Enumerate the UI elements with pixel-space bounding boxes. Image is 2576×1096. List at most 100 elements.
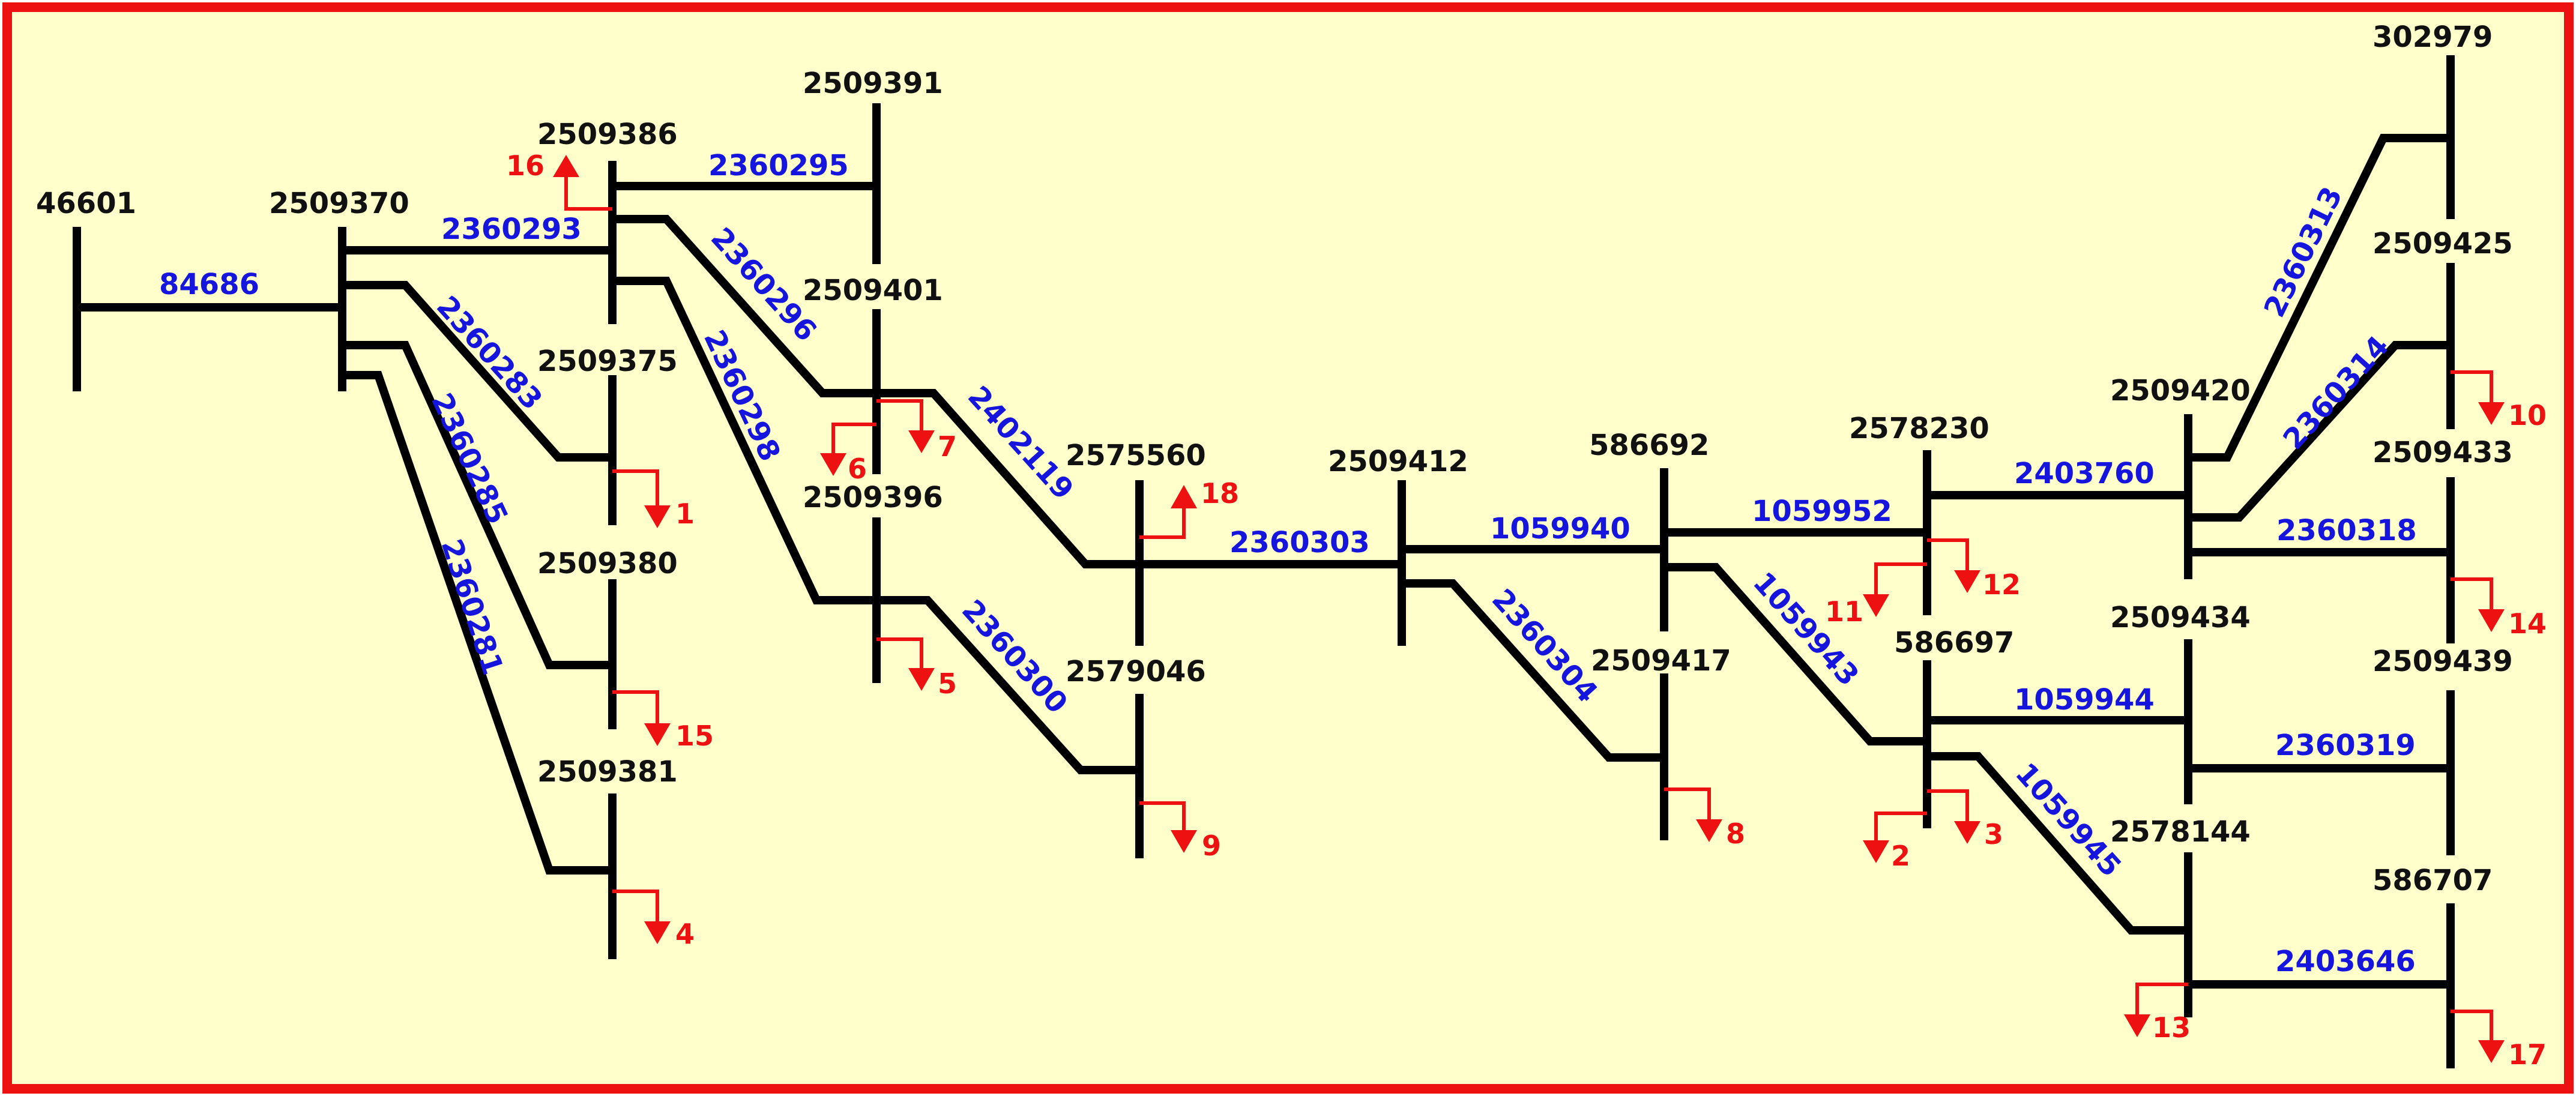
load-label: 13 (2152, 1011, 2191, 1044)
line-label: 2360295 (708, 149, 849, 182)
load-arrowhead-10 (2478, 402, 2505, 425)
load-arrow-11 (1874, 562, 1927, 597)
load-arrow-10 (2451, 370, 2493, 405)
load-label: 7 (938, 430, 957, 463)
bus-label: 2509380 (537, 547, 678, 580)
load-arrowhead-6 (820, 453, 846, 476)
load-arrowhead-17 (2478, 1040, 2505, 1063)
load-arrowhead-13 (2124, 1014, 2150, 1037)
bus-label: 2509401 (803, 274, 943, 307)
line-2360296 (612, 215, 876, 397)
load-label: 16 (506, 149, 544, 182)
bus-label: 2509375 (537, 345, 678, 378)
line-2360314 (2188, 341, 2451, 522)
bus-label: 2509417 (1591, 644, 1731, 678)
load-arrow-3 (1927, 789, 1969, 824)
load-label: 6 (848, 453, 867, 485)
bus-label: 46601 (36, 187, 136, 220)
load-label: 2 (1891, 840, 1910, 872)
bus-label: 586707 (2372, 864, 2493, 897)
loads (553, 155, 2505, 1063)
load-arrow-6 (831, 423, 876, 456)
load-label: 14 (2508, 607, 2547, 640)
bus-label: 2509433 (2372, 436, 2513, 469)
bus-label: 2578144 (2110, 815, 2251, 849)
load-arrowhead-3 (1954, 821, 1980, 844)
load-arrow-18 (1139, 505, 1186, 539)
load-arrowhead-9 (1171, 830, 1197, 853)
load-arrowhead-2 (1863, 840, 1889, 863)
load-arrow-17 (2451, 1010, 2493, 1043)
bus-label: 2509381 (537, 755, 678, 789)
line-label: 2360319 (2275, 729, 2416, 762)
load-arrow-2 (1874, 811, 1927, 843)
load-label: 15 (675, 720, 714, 752)
connection-lines (77, 134, 2451, 989)
bus-label: 586692 (1589, 429, 1709, 462)
load-arrow-7 (876, 399, 923, 433)
load-arrowhead-7 (908, 430, 935, 453)
bus-label: 2509386 (537, 118, 678, 151)
line-2360283 (342, 281, 612, 462)
load-arrowhead-11 (1863, 594, 1889, 617)
load-label: 8 (1726, 817, 1745, 850)
load-arrowhead-12 (1954, 570, 1980, 593)
load-arrow-1 (612, 469, 659, 509)
load-label: 9 (1202, 830, 1221, 862)
load-label: 1 (675, 498, 695, 530)
line-2402119 (876, 389, 1139, 568)
bus-labels: 46601 2509370 2509386 2509375 2509380 25… (36, 20, 2513, 897)
load-arrowhead-18 (1171, 485, 1197, 508)
load-arrowhead-4 (644, 921, 671, 944)
line-2360298 (612, 277, 876, 604)
line-label: 2360303 (1229, 526, 1370, 559)
bus-label: 2509396 (803, 481, 943, 514)
bus-label: 2509370 (269, 187, 409, 220)
line-2360313 (2188, 134, 2451, 462)
bus-label: 2579046 (1066, 655, 1206, 688)
load-label: 4 (675, 918, 695, 950)
load-arrowhead-1 (644, 505, 671, 528)
bus-label: 586697 (1894, 626, 2014, 660)
line-label: 2403646 (2275, 945, 2416, 978)
bus-label: 2509439 (2372, 645, 2513, 678)
bus-label: 2509412 (1328, 445, 1468, 478)
line-label: 2403760 (2014, 457, 2155, 490)
load-arrow-5 (876, 637, 923, 671)
load-label: 12 (1982, 568, 2021, 601)
load-arrow-13 (2135, 983, 2188, 1017)
load-arrowhead-16 (553, 155, 579, 177)
line-2360304 (1402, 579, 1664, 762)
line-label: 1059944 (2014, 683, 2155, 717)
load-arrow-15 (612, 690, 659, 726)
bus-label: 2509420 (2110, 374, 2251, 408)
bus-label: 2575560 (1066, 439, 1206, 472)
bus-label: 2509391 (803, 67, 943, 100)
load-arrow-14 (2451, 577, 2493, 612)
load-label: 11 (1825, 595, 1863, 628)
line-label: 2360318 (2276, 514, 2417, 547)
load-label: 3 (1984, 818, 2003, 851)
line-2360300 (876, 596, 1139, 774)
line-label: 2360293 (441, 212, 582, 246)
load-arrowhead-5 (908, 668, 935, 691)
load-arrowhead-8 (1696, 819, 1722, 842)
line-1059943 (1664, 563, 1927, 745)
load-arrow-8 (1664, 787, 1711, 822)
load-arrow-16 (564, 174, 612, 211)
line-2360285 (342, 341, 612, 669)
load-arrowhead-15 (644, 723, 671, 746)
line-label: 1059952 (1752, 495, 1892, 528)
load-label: 18 (1201, 477, 1239, 510)
load-arrow-9 (1139, 801, 1186, 833)
load-arrowhead-14 (2478, 609, 2505, 632)
load-label: 5 (938, 667, 957, 700)
line-label: 1059940 (1490, 512, 1630, 546)
load-labels: 1 2 3 4 5 6 7 8 9 10 11 12 13 14 15 16 1… (506, 149, 2547, 1071)
bus-label: 2509425 (2372, 227, 2513, 260)
bus-label: 2578230 (1849, 412, 1989, 445)
bus-label: 2509434 (2110, 601, 2251, 634)
load-arrow-12 (1927, 538, 1969, 573)
load-label: 10 (2508, 399, 2547, 432)
